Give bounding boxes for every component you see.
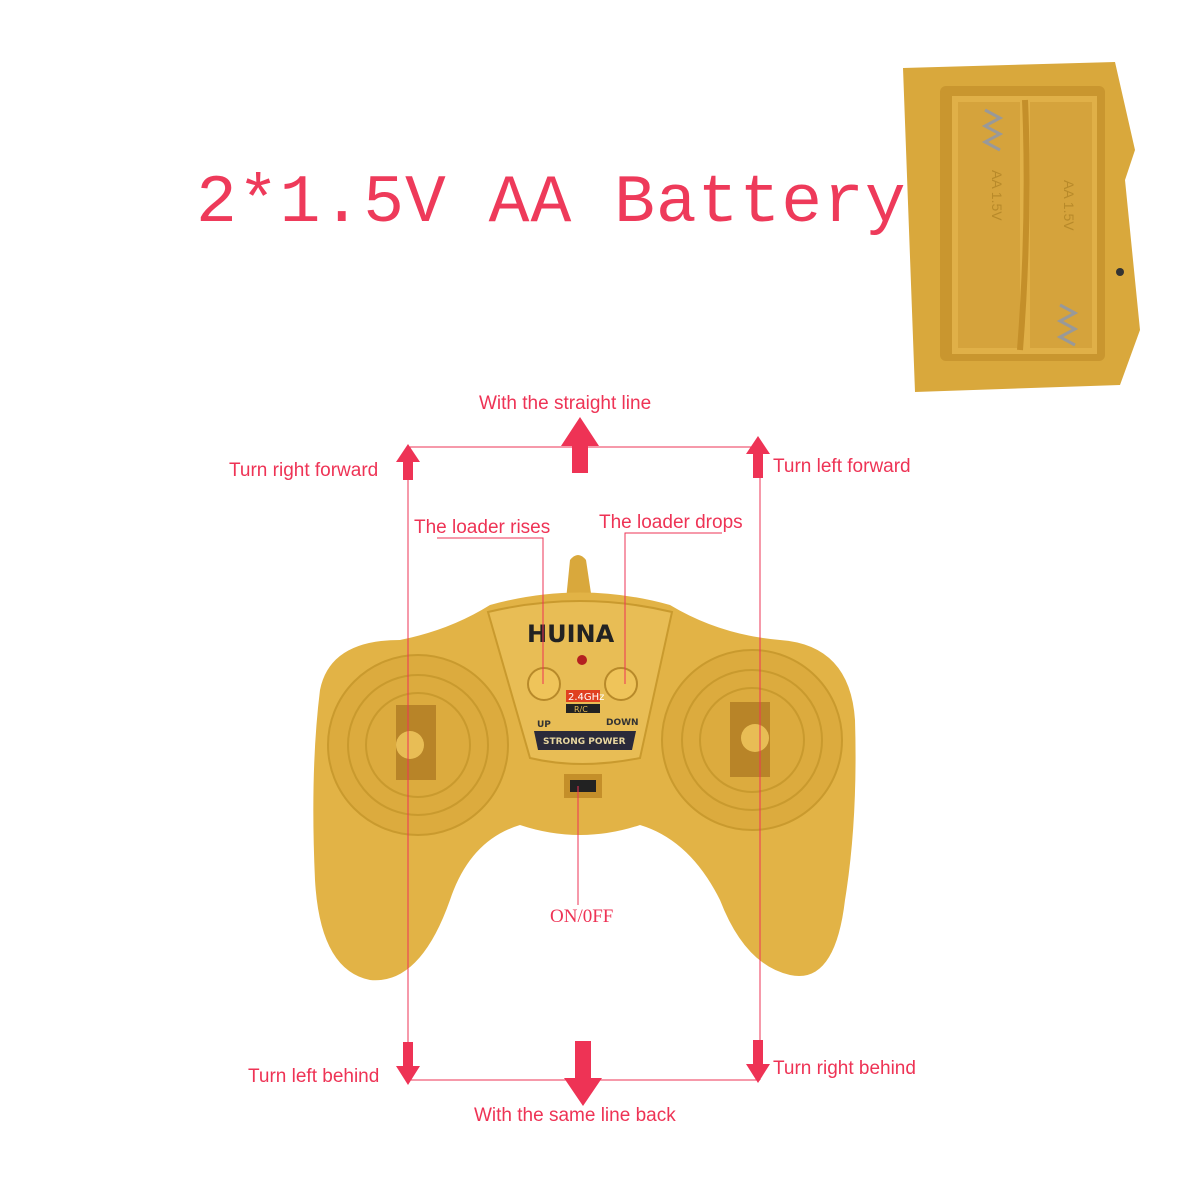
label-right-behind: Turn right behind xyxy=(773,1058,916,1079)
strong-power-label: STRONG POWER xyxy=(543,737,626,747)
remote-controller: HUINA 2.4GHz R/C UP DOWN STRONG POWER xyxy=(313,555,856,981)
label-straight: With the straight line xyxy=(479,393,652,414)
battery-compartment: AA 1.5V AA 1.5V xyxy=(903,62,1140,392)
arrows xyxy=(396,417,770,1106)
label-loader-rises: The loader rises xyxy=(414,517,551,538)
arrow-down-icon xyxy=(564,1041,602,1106)
label-loader-drops: The loader drops xyxy=(599,512,743,533)
cell-label-2: AA 1.5V xyxy=(1061,180,1077,231)
power-switch[interactable] xyxy=(570,780,596,792)
brand-logo: HUINA xyxy=(527,620,615,648)
arrow-up-icon xyxy=(746,436,770,478)
arrow-up-icon xyxy=(396,444,420,480)
up-button[interactable] xyxy=(527,667,561,701)
battery-title: 2*1.5V AA Battery xyxy=(196,165,907,242)
label-left-behind: Turn left behind xyxy=(248,1066,380,1087)
down-button[interactable] xyxy=(604,667,638,701)
label-back: With the same line back xyxy=(474,1105,676,1126)
down-label: DOWN xyxy=(606,718,639,728)
up-label: UP xyxy=(537,720,551,730)
arrow-down-icon xyxy=(746,1040,770,1083)
arrow-down-icon xyxy=(396,1042,420,1085)
arrow-up-icon xyxy=(561,417,599,473)
label-right-forward: Turn right forward xyxy=(229,460,379,481)
cell-label-1: AA 1.5V xyxy=(989,170,1005,221)
label-left-forward: Turn left forward xyxy=(773,456,911,477)
spring-icon xyxy=(981,108,1079,347)
band-label: 2.4GHz xyxy=(568,692,604,703)
rc-label: R/C xyxy=(574,705,588,714)
antenna xyxy=(566,555,592,600)
label-on-off: ON/0FF xyxy=(550,906,614,927)
